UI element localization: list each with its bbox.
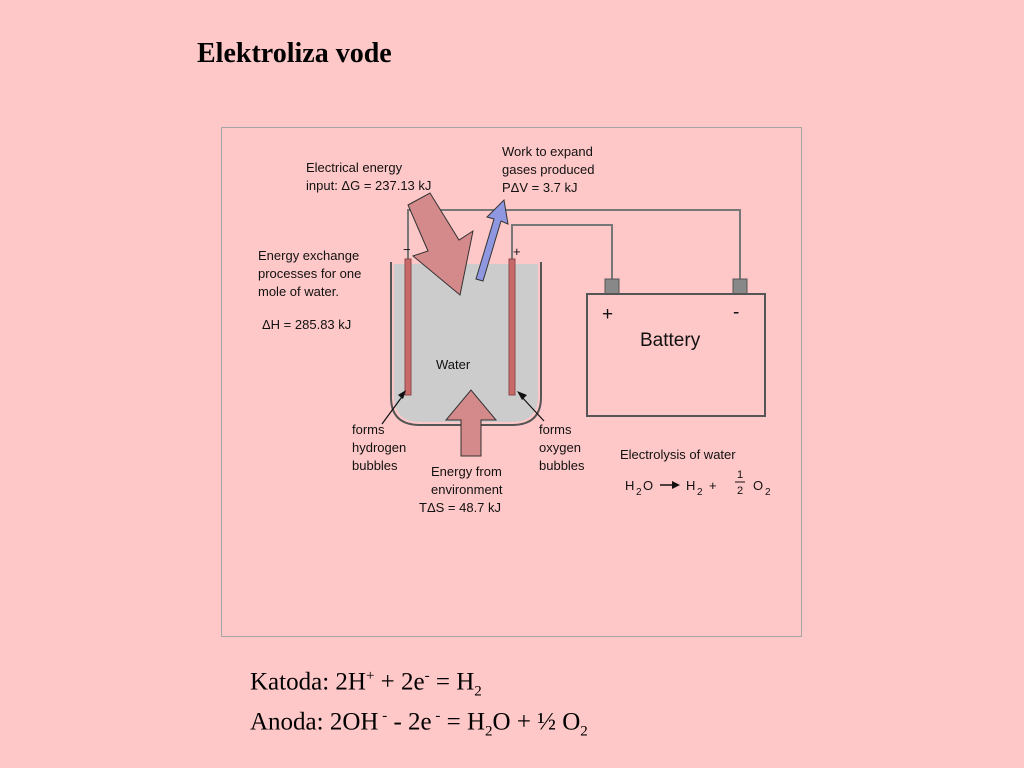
battery-label: Battery <box>640 330 701 351</box>
katoda-equation: Katoda: 2H+ + 2e- = H2 <box>250 668 482 700</box>
anode-sign: + <box>513 244 521 259</box>
anoda-equation: Anoda: 2OH - - 2e - = H2O + ½ O2 <box>250 708 588 740</box>
battery-minus-sign: - <box>733 302 739 323</box>
svg-text:O: O <box>753 478 763 493</box>
svg-text:2: 2 <box>697 487 703 498</box>
battery-plus-sign: + <box>602 304 613 325</box>
svg-text:2: 2 <box>765 487 771 498</box>
environment-label: Energy from environment TΔS = 48.7 kJ <box>419 464 506 515</box>
anode-electrode <box>508 258 516 396</box>
electrical-energy-arrow <box>407 192 474 296</box>
svg-text:1: 1 <box>737 469 743 481</box>
electrolysis-title: Electrolysis of water <box>620 447 736 462</box>
reaction-equation: H 2 O H 2 + 1 2 O 2 <box>625 469 771 498</box>
oxygen-pointer <box>519 394 545 422</box>
electrical-energy-label: Electrical energy input: ΔG = 237.13 kJ <box>306 160 431 193</box>
wire-cathode <box>407 209 741 279</box>
battery <box>586 293 766 417</box>
svg-text:H: H <box>686 478 695 493</box>
svg-text:H: H <box>625 478 634 493</box>
oxygen-pointer-head <box>517 391 527 400</box>
work-expand-label: Work to expand gases produced PΔV = 3.7 … <box>502 144 598 195</box>
water-label: Water <box>436 357 471 372</box>
svg-text:2: 2 <box>737 485 743 497</box>
svg-text:O: O <box>643 478 653 493</box>
work-arrow <box>475 198 509 282</box>
svg-text:2: 2 <box>636 487 642 498</box>
battery-terminal-plus <box>604 278 620 295</box>
hydrogen-pointer-head <box>398 390 406 399</box>
hydrogen-label: forms hydrogen bubbles <box>352 422 410 473</box>
cathode-sign: − <box>403 242 411 257</box>
hydrogen-pointer <box>381 393 405 425</box>
oxygen-label: forms oxygen bubbles <box>539 422 585 473</box>
slide-title: Elektroliza vode <box>197 38 392 69</box>
diagram-frame: − + + - Battery Electrical energy input:… <box>221 127 802 637</box>
energy-exchange-label: Energy exchange processes for one mole o… <box>258 248 365 299</box>
cathode-electrode <box>404 258 412 396</box>
electrolysis-diagram: − + + - Battery Electrical energy input:… <box>258 144 771 515</box>
battery-terminal-minus <box>732 278 748 295</box>
environment-energy-arrow <box>444 389 498 457</box>
water <box>394 264 538 422</box>
delta-h-label: ΔH = 285.83 kJ <box>262 317 351 332</box>
svg-text:+: + <box>709 478 717 493</box>
wire-anode <box>511 224 613 279</box>
